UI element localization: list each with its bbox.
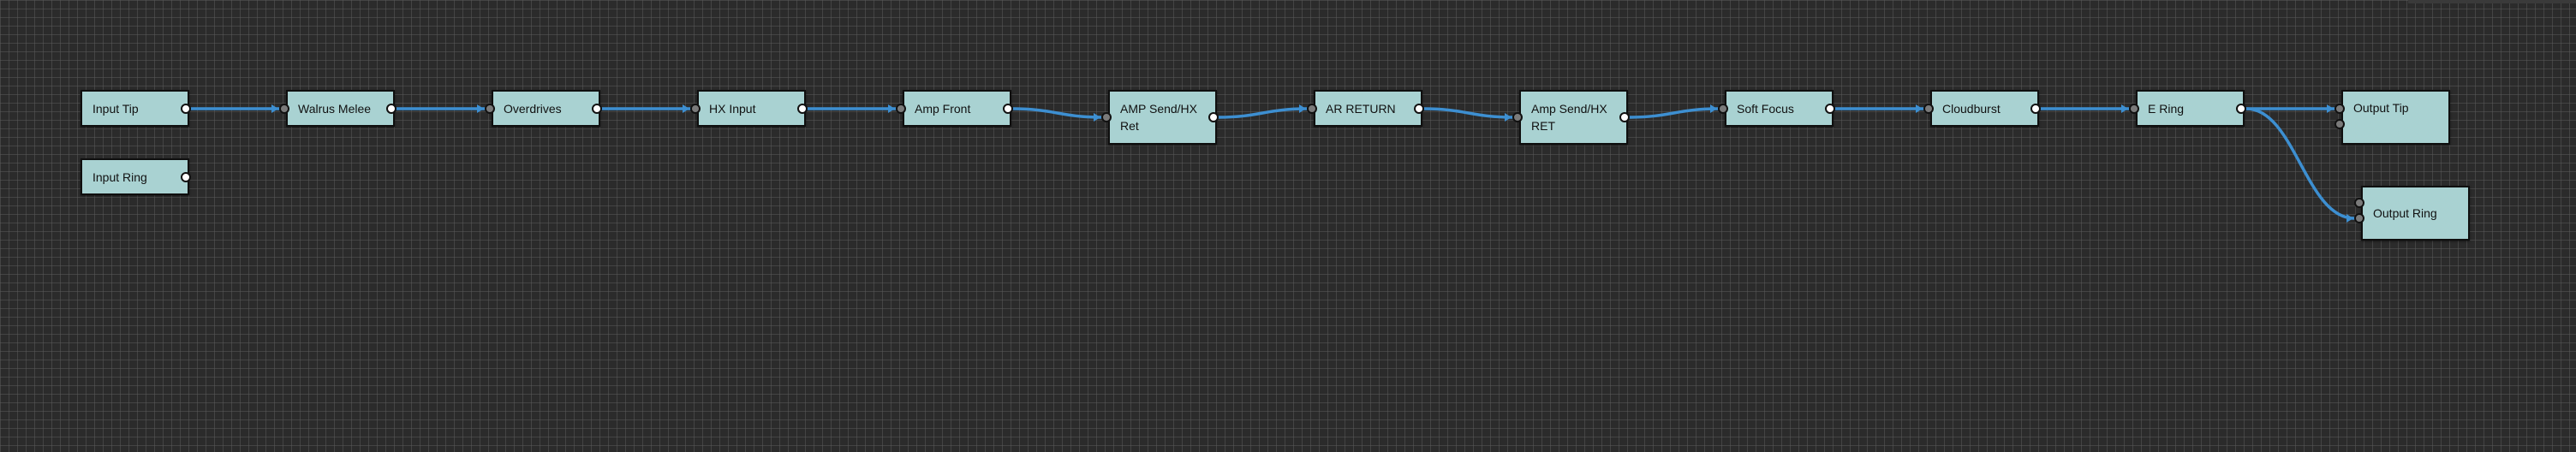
wire-arrowhead: [1916, 104, 1923, 113]
node-output-tip[interactable]: Output Tip: [2341, 90, 2450, 145]
output-port[interactable]: [2030, 104, 2041, 114]
node-cloudburst[interactable]: Cloudburst: [1930, 90, 2039, 127]
node-label: AMP Send/HX Ret: [1120, 102, 1198, 133]
output-port[interactable]: [592, 104, 602, 114]
node-label: Cloudburst: [1942, 101, 2001, 116]
output-port[interactable]: [181, 172, 191, 182]
top-edge-bar: [2408, 0, 2576, 3]
node-walrus-melee[interactable]: Walrus Melee: [286, 90, 395, 127]
node-label: AR RETURN: [1326, 101, 1396, 116]
node-hx-input[interactable]: HX Input: [697, 90, 806, 127]
output-port[interactable]: [386, 104, 397, 114]
node-input-tip[interactable]: Input Tip: [80, 90, 189, 127]
node-label: Input Ring: [92, 170, 147, 184]
node-label: E Ring: [2148, 101, 2185, 116]
output-port[interactable]: [2236, 104, 2246, 114]
node-amp-front[interactable]: Amp Front: [903, 90, 1011, 127]
wire-arrowhead: [888, 104, 895, 113]
input-port[interactable]: [690, 104, 701, 114]
input-port[interactable]: [1307, 104, 1317, 114]
node-label: HX Input: [709, 101, 756, 116]
output-port[interactable]: [181, 104, 191, 114]
input-port[interactable]: [1923, 104, 1934, 114]
output-port[interactable]: [797, 104, 808, 114]
node-amp-send-hx-ret-2[interactable]: Amp Send/HX RET: [1519, 90, 1628, 145]
node-label: Amp Front: [915, 101, 971, 116]
wire-arrowhead: [1505, 113, 1512, 122]
output-port[interactable]: [1003, 104, 1013, 114]
wire-arrowhead: [1710, 104, 1717, 113]
node-label: Walrus Melee: [298, 101, 372, 116]
node-input-ring[interactable]: Input Ring: [80, 158, 189, 195]
connection-wire: [1422, 107, 1514, 119]
input-port[interactable]: [2129, 104, 2139, 114]
node-label: Overdrives: [504, 101, 562, 116]
output-port[interactable]: [1825, 104, 1835, 114]
input-port[interactable]: [1718, 104, 1728, 114]
wire-arrowhead: [683, 104, 689, 113]
input-port[interactable]: [485, 104, 495, 114]
input-port[interactable]: [2354, 213, 2364, 223]
wire-arrowhead: [477, 104, 484, 113]
input-port[interactable]: [2334, 104, 2345, 114]
output-port[interactable]: [1414, 104, 1424, 114]
node-ar-return[interactable]: AR RETURN: [1314, 90, 1422, 127]
node-label: Output Tip: [2353, 101, 2409, 115]
input-port[interactable]: [1512, 112, 1523, 122]
wire-arrowhead: [2121, 104, 2128, 113]
node-label: Soft Focus: [1737, 101, 1794, 116]
wire-arrowhead: [1299, 104, 1306, 113]
node-label: Amp Send/HX RET: [1531, 102, 1607, 133]
wire-arrowhead: [271, 104, 278, 113]
wire-arrowhead: [2346, 214, 2353, 223]
node-soft-focus[interactable]: Soft Focus: [1725, 90, 1834, 127]
node-label: Input Tip: [92, 101, 139, 116]
node-e-ring[interactable]: E Ring: [2136, 90, 2245, 127]
output-port[interactable]: [1619, 112, 1630, 122]
node-label: Output Ring: [2373, 206, 2437, 220]
node-amp-send-hx-ret[interactable]: AMP Send/HX Ret: [1108, 90, 1217, 145]
input-port[interactable]: [2354, 198, 2364, 208]
node-output-ring[interactable]: Output Ring: [2361, 186, 2470, 241]
wire-arrowhead: [2327, 104, 2334, 113]
input-port[interactable]: [1101, 112, 1112, 122]
input-port[interactable]: [2334, 119, 2345, 129]
node-overdrives[interactable]: Overdrives: [492, 90, 600, 127]
wire-arrowhead: [1094, 113, 1100, 122]
output-port[interactable]: [1208, 112, 1219, 122]
connection-wire: [1011, 107, 1103, 119]
connection-wire: [1217, 107, 1309, 119]
input-port[interactable]: [896, 104, 906, 114]
input-port[interactable]: [279, 104, 289, 114]
connection-wire: [1628, 107, 1720, 119]
